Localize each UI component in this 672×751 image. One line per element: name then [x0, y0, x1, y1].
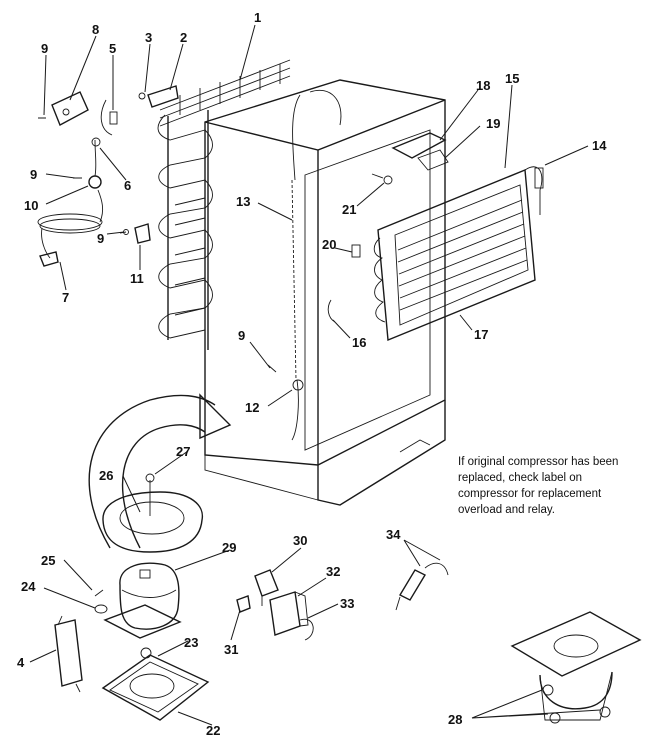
- clip: [138, 85, 179, 108]
- part-label-28: 28: [448, 712, 462, 727]
- part-label-8: 8: [92, 22, 99, 37]
- part-label-22: 22: [206, 723, 220, 738]
- part-label-5: 5: [109, 41, 116, 56]
- part-label-26: 26: [99, 468, 113, 483]
- replacement-compressor: [510, 611, 642, 724]
- part-label-32: 32: [326, 564, 340, 579]
- part-label-13: 13: [236, 194, 250, 209]
- part-label-20: 20: [322, 237, 336, 252]
- part-label-27: 27: [176, 444, 190, 459]
- part-label-9c: 9: [97, 231, 104, 246]
- part-label-25: 25: [41, 553, 55, 568]
- screws: [38, 117, 277, 373]
- part-label-24: 24: [21, 579, 36, 594]
- condenser-coil: [157, 59, 291, 350]
- drain-pan: [391, 132, 449, 171]
- relay: [236, 569, 279, 613]
- part-label-9a: 9: [41, 41, 48, 56]
- part-label-12: 12: [245, 400, 259, 415]
- part-label-16: 16: [352, 335, 366, 350]
- part-label-29: 29: [222, 540, 236, 555]
- note-line: replaced, check label on: [458, 472, 583, 484]
- part-label-6: 6: [124, 178, 131, 193]
- thermostat: [88, 137, 102, 189]
- location-arrow: [88, 393, 232, 549]
- mounting-pan: [101, 647, 210, 721]
- part-label-10: 10: [24, 198, 38, 213]
- part-label-33: 33: [340, 596, 354, 611]
- evaporator: [373, 166, 544, 342]
- leader-lines: [29, 24, 601, 726]
- part-label-7: 7: [62, 290, 69, 305]
- part-label-4: 4: [17, 655, 25, 670]
- part-label-18: 18: [476, 78, 490, 93]
- part-label-17: 17: [474, 327, 488, 342]
- note-line: If original compressor has been: [458, 456, 619, 468]
- part-labels: 1 2 3 5 8 9 9 6 10 9 11 7 13 9 12 18 15 …: [17, 10, 607, 738]
- part-label-30: 30: [293, 533, 307, 548]
- note-line: overload and relay.: [458, 504, 555, 516]
- service-valve: [395, 562, 449, 611]
- part-label-34: 34: [386, 527, 401, 542]
- part-label-2: 2: [180, 30, 187, 45]
- plug: [100, 99, 118, 136]
- part-label-14: 14: [592, 138, 607, 153]
- bracket: [51, 91, 89, 126]
- drier: [54, 615, 83, 693]
- power-cord: [37, 189, 104, 267]
- compressor: [103, 562, 182, 639]
- part-label-1: 1: [254, 10, 261, 25]
- part-label-19: 19: [486, 116, 500, 131]
- defrost-timer: [123, 223, 151, 244]
- part-label-23: 23: [184, 635, 198, 650]
- part-label-31: 31: [224, 642, 238, 657]
- part-label-21: 21: [342, 202, 356, 217]
- part-label-15: 15: [505, 71, 519, 86]
- note-line: compressor for replacement: [458, 488, 602, 500]
- compressor-replacement-note: If original compressor has been replaced…: [458, 454, 658, 518]
- part-label-9d: 9: [238, 328, 245, 343]
- capillary-tube: [291, 179, 299, 441]
- part-label-3: 3: [145, 30, 152, 45]
- part-label-11: 11: [130, 271, 144, 286]
- capacitor: [269, 591, 314, 641]
- cabinet: [204, 79, 446, 506]
- grommets: [94, 589, 108, 614]
- base-pan: [102, 473, 204, 553]
- part-label-9b: 9: [30, 167, 37, 182]
